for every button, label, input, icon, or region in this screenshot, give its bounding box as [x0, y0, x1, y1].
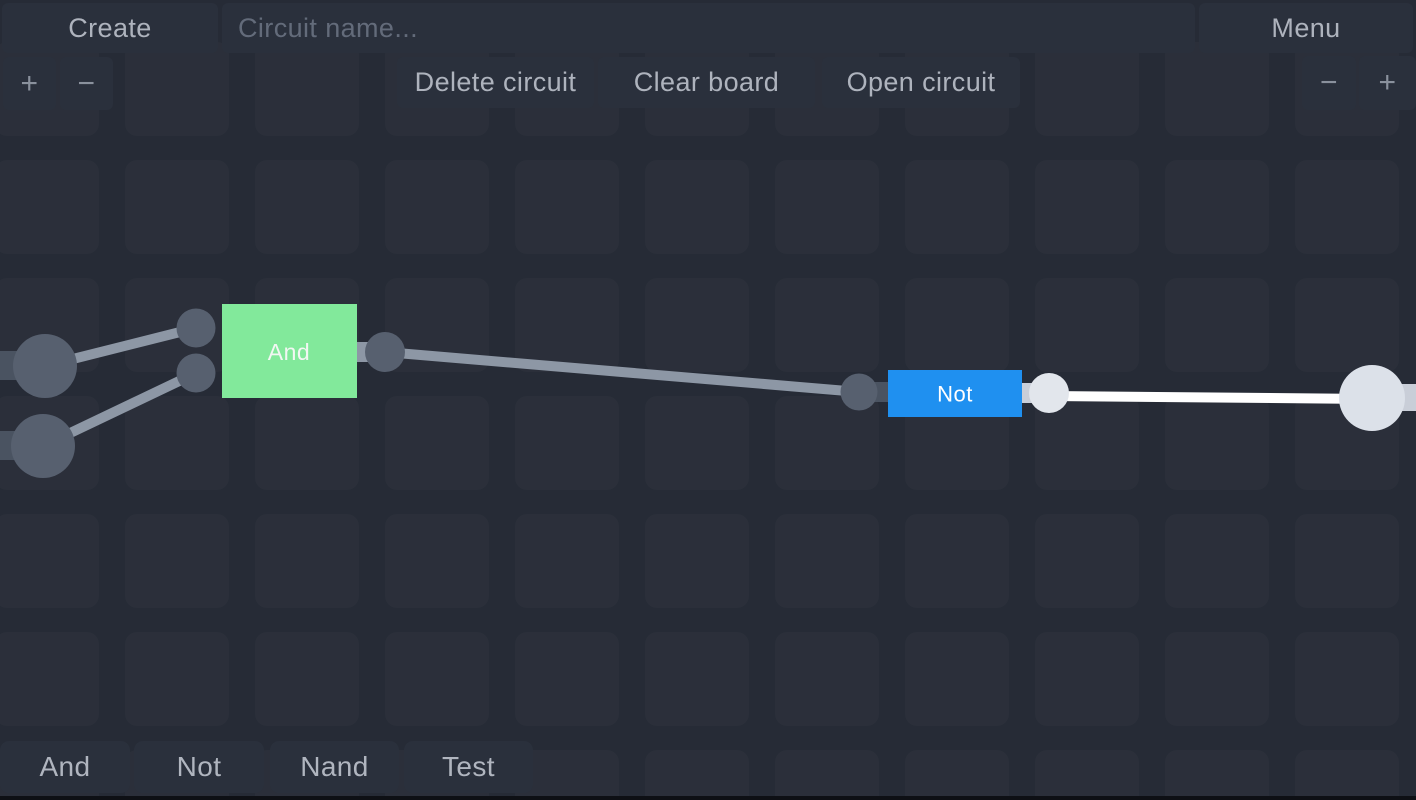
and-input-pin-2[interactable] — [176, 353, 216, 393]
and-gate-label: And — [268, 339, 310, 365]
wire-and-to-not — [384, 347, 860, 397]
zoom-out-right-button[interactable]: − — [1302, 56, 1356, 110]
open-circuit-button[interactable]: Open circuit — [822, 57, 1020, 108]
wire-not-to-output — [1048, 391, 1373, 404]
delete-circuit-button[interactable]: Delete circuit — [397, 57, 594, 108]
clear-board-button[interactable]: Clear board — [598, 57, 815, 108]
and-gate[interactable] — [222, 304, 357, 398]
menu-button[interactable]: Menu — [1199, 3, 1413, 53]
not-gate-label: Not — [937, 382, 973, 407]
zoom-in-left-button[interactable]: + — [3, 57, 56, 110]
and-output-pin[interactable] — [365, 332, 405, 372]
zoom-in-right-button[interactable]: + — [1359, 56, 1416, 110]
create-button[interactable]: Create — [2, 3, 218, 53]
not-gate[interactable] — [888, 370, 1022, 417]
input-node-1[interactable] — [13, 334, 77, 398]
bottom-edge-strip — [0, 796, 1416, 800]
not-output-pin[interactable] — [1029, 373, 1069, 413]
palette-item-not[interactable]: Not — [134, 741, 264, 793]
input-node-2[interactable] — [11, 414, 75, 478]
not-input-pin[interactable] — [840, 373, 878, 411]
zoom-out-left-button[interactable]: − — [60, 57, 113, 110]
palette-item-nand[interactable]: Nand — [270, 741, 399, 793]
output-node[interactable] — [1339, 365, 1405, 431]
palette-item-test[interactable]: Test — [404, 741, 533, 793]
circuit-name-input[interactable] — [222, 3, 1195, 53]
palette-item-and[interactable]: And — [0, 741, 130, 793]
and-input-pin-1[interactable] — [176, 308, 216, 348]
